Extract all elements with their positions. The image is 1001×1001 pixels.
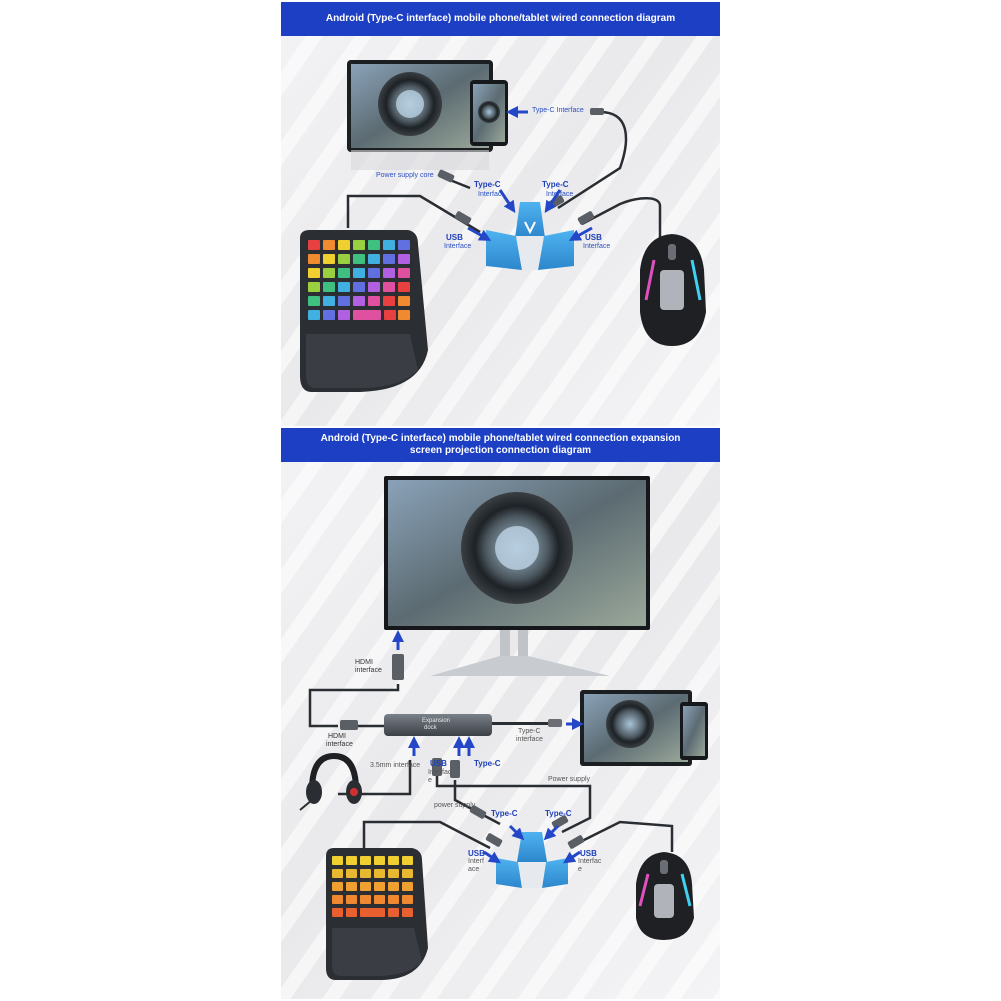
tablet-device bbox=[347, 60, 493, 170]
hdmi-left-label: HDMI bbox=[328, 733, 346, 740]
bottom-arrows bbox=[392, 630, 584, 864]
top-mouse bbox=[640, 234, 706, 346]
usb-left-title: USB bbox=[446, 233, 463, 242]
usb-dock-sub: Interfac bbox=[428, 769, 452, 776]
typec-right-sub: Interface bbox=[546, 191, 574, 198]
usb-left-bottom-label: USB bbox=[468, 849, 485, 858]
usb-dock-label: USB bbox=[430, 759, 447, 768]
monitor-device bbox=[384, 476, 650, 676]
typec-interface-label: Type-C Interface bbox=[532, 107, 584, 114]
power-supply-right-label: Power supply bbox=[548, 776, 591, 783]
3-5mm-interface-label: 3.5mm interface bbox=[370, 762, 421, 769]
headset-device bbox=[299, 752, 362, 811]
typec-left-bottom-label: Type-C bbox=[491, 809, 518, 818]
power-supply-core-label: Power supply core bbox=[376, 172, 434, 179]
usb-right-bottom-sub2: e bbox=[578, 866, 582, 873]
top-hub-adapter bbox=[486, 202, 574, 270]
typec-interface-dock-sub: interface bbox=[516, 736, 543, 743]
top-diagram-title: Android (Type-C interface) mobile phone/… bbox=[281, 2, 720, 36]
expansion-dock bbox=[384, 714, 562, 736]
typec-right-title: Type-C bbox=[542, 180, 569, 189]
typec-left-title: Type-C bbox=[474, 180, 501, 189]
phone-device bbox=[470, 80, 508, 146]
bottom-mouse bbox=[636, 852, 694, 940]
typec-dock-label: Type-C bbox=[474, 759, 501, 768]
hdmi-top-sub: interface bbox=[355, 667, 382, 674]
bottom-keyboard bbox=[326, 848, 428, 980]
usb-left-bottom-sub: Interf bbox=[468, 858, 484, 865]
bottom-diagram-title: Android (Type-C interface) mobile phone/… bbox=[281, 428, 720, 462]
power-supply-left-label: power supply bbox=[434, 802, 476, 809]
hdmi-top-label: HDMI bbox=[355, 659, 373, 666]
top-arrows bbox=[467, 106, 593, 241]
dock-label: Expansion bbox=[422, 718, 451, 724]
usb-right-title: USB bbox=[585, 233, 602, 242]
top-keyboard bbox=[300, 230, 428, 392]
bottom-tablet-device bbox=[580, 690, 692, 766]
usb-right-bottom-label: USB bbox=[580, 849, 597, 858]
bottom-phone-device bbox=[680, 702, 708, 760]
bottom-plugs bbox=[340, 654, 585, 849]
typec-left-sub: Interfac bbox=[478, 191, 502, 198]
usb-left-bottom-sub2: ace bbox=[468, 866, 480, 873]
typec-interface-dock-label: Type-C bbox=[518, 728, 541, 735]
hdmi-left-sub: interface bbox=[326, 741, 353, 748]
usb-right-sub: Interface bbox=[583, 243, 611, 250]
typec-right-bottom-label: Type-C bbox=[545, 809, 572, 818]
bottom-hub-adapter bbox=[496, 832, 568, 888]
usb-left-sub: Interface bbox=[444, 243, 472, 250]
bottom-cables bbox=[308, 684, 674, 852]
dock-label-sub: dock bbox=[424, 725, 437, 731]
usb-dock-sub2: e bbox=[428, 777, 432, 784]
usb-right-bottom-sub: Interfac bbox=[578, 858, 602, 865]
